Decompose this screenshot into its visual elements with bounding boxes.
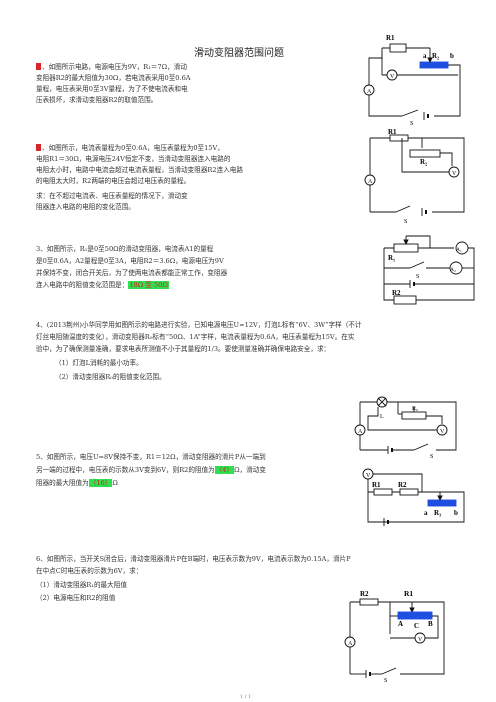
q1-number-marker [36,63,41,70]
c4-voltmeter-label: V [440,429,445,435]
c5-voltmeter-label: V [366,473,371,479]
c1-switch-label: S [410,121,413,127]
page-title: 滑动变阻器范围问题 [194,48,284,59]
circuit-diagram-1: R1 a R₂ b V A S [363,34,461,127]
q2-line-4: 的电阻太大时，R2两端的电压会超过电压表的量程。 [36,177,191,185]
c5-r1-label: R1 [372,481,381,489]
c5-r2-label: R2 [398,481,407,489]
c1-ammeter-label: A [367,89,372,95]
c4-r0-label: R₀ [412,406,418,412]
q2-line-2: 电阻R1＝30Ω，电源电压24V恒定不变，当滑动变阻器连入电路的 [36,155,231,163]
q3-line-4: 连入电路中的阻值变化范围是：18Ω 至 50Ω [36,281,169,289]
c1-voltmeter-label: V [390,74,395,80]
q3-line-2: 是0至0.6A，A2量程是0至3A，电阻R2＝3.6Ω，电源电压为9V [36,257,224,265]
c6-switch-label: S [384,678,387,684]
q3-line-3: 并保持不变，闭合开关后，为了使两电流表都能正常工作，变阻器 [36,269,228,277]
q5-answer-max: （16） [88,479,113,487]
q5-line-1: 5、如图所示，电压U=8V保持不变，R1＝12Ω，滑动变阻器的滑片P从一端到 [36,453,266,461]
c2-r2-label: R₂ [420,158,427,166]
q1-line-2: 变阻器R2的最大阻值为30Ω，若电流表采用0至0.6A [36,74,191,82]
c4-lamp-label: L [380,414,384,420]
r1-resistor [389,134,409,142]
c6-point-a-label: A [398,620,403,628]
r1-resistor [373,488,393,496]
q2-number-marker [36,144,41,151]
c6-r2-label: R2 [360,590,369,598]
circuit-diagram-6: R2 R1 A C B V A S [344,589,445,684]
c1-r1-label: R1 [386,34,395,42]
c6-point-b-label: B [428,620,433,628]
c6-r1-label: R1 [404,589,413,598]
q2-line-1: 、如图所示，电流表量程为0至0.6A，电压表量程为0至15V， [36,143,224,154]
c3-switch-label: S [416,274,419,280]
c2-voltmeter-label: V [452,171,457,177]
q4-sub-2: （2）滑动变阻器R₀的阻值变化范围。 [55,373,166,381]
c3-a1-label: A₁ [456,247,462,253]
r1-rheostat [397,611,433,620]
switch [409,261,425,269]
c1-b-label: b [450,52,454,60]
q2-line-5: 求：在不超过电流表、电压表量程的情况下，滑动变 [36,192,188,200]
q4-sub-1: （1）灯泡L消耗的最小功率。 [55,359,143,367]
c4-switch-label: S [430,454,433,460]
c5-b-label: b [454,509,458,517]
r2-resistor [359,598,379,606]
c3-a2-label: A₂ [450,267,456,273]
c3-r2-label: R2 [392,289,401,297]
circuit-diagram-2: R1 R₂ V A S [364,128,465,225]
q1-line-3: 量程，电压表采用0至3V量程，为了不使电流表和电 [36,85,188,93]
q5-answer-r2: （4） [214,466,235,474]
c5-a-label: a [424,509,428,517]
q2-line-3: 电阻太小时，电路中电流会超过电流表量程，当滑动变阻器R2连入电路 [36,166,243,174]
c5-r3-label: R₃ [434,509,441,517]
r3-rheostat [427,499,457,507]
circuit-diagram-3: R₁ A₁ A₂ S R2 [383,235,475,305]
circuit-diagram-5: V R1 R2 a R₃ b [362,468,465,526]
switch [395,205,411,213]
c4-ammeter-label: A [358,429,363,435]
c1-r2-label: R₂ [432,52,439,60]
voltmeter [386,69,398,81]
r0-rheostat [401,411,427,420]
q6-sub-2: （2）电源电压和R2的阻值 [36,594,116,602]
c6-ammeter-label: A [348,641,353,647]
q4-line-3: 验中，为了确保测量准确，要求电表所测值不小于其量程的1/3。要使测量准确并确保电… [36,345,331,353]
q5-line-3: 阻器的最大阻值为（16）Ω [36,479,118,487]
q1-line-1: 、如图所示电路，电源电压为9V，R₁＝7Ω，滑动 [36,62,187,73]
c2-r1-label: R1 [388,128,397,136]
c6-voltmeter-label: V [418,637,423,643]
ammeter [364,174,376,186]
c2-switch-label: S [404,219,407,225]
r2-resistor [399,488,419,496]
switch [413,443,429,451]
r1-rheostat [393,243,419,253]
q3-line-1: 3、如图所示，R₁是0至50Ω的滑动变阻器，电流表A1的量程 [36,245,214,253]
r2-rheostat [419,61,449,69]
ammeter [344,636,356,648]
switch [381,667,397,675]
r2-rheostat [409,149,441,158]
q4-line-1: 4、(2013荆州)小华同学用如图所示的电路进行实验，已知电源电压U=12V，灯… [36,321,362,329]
ammeter [354,424,366,436]
r1-resistor [389,43,407,53]
q6-line-1: 6、如图所示，当开关S闭合后，滑动变阻器滑片P在B端时，电压表示数为9V，电流表… [36,555,351,563]
page-number: 1 / 1 [240,694,252,700]
q4-line-2: 灯丝电阻随温度的变化），滑动变阻器R₀标有“50Ω、1A”字样，电流表量程为0.… [36,333,355,341]
q1-line-4: 压表损坏，求滑动变阻器R2的取值范围。 [36,96,158,104]
r2-resistor [393,295,417,305]
ammeter [363,84,375,96]
q5-line-2: 另一端的过程中，电压表的示数从3V变到6V，则R2的阻值为（4）Ω，滑动变 [36,466,266,474]
q2-line-6: 阻器连入电路的电阻的变化范围。 [36,203,135,211]
q3-answer: 18Ω 至 50Ω [128,281,169,289]
switch [401,109,419,117]
q6-sub-1: （1）滑动变阻器R₁的最大阻值 [36,581,127,589]
q6-line-2: 在中点C时电压表的示数为6V，求： [36,567,143,575]
c6-point-c-label: C [414,622,419,630]
circuit-diagram-4: L R₀ A V S [354,396,457,460]
c2-ammeter-label: A [368,179,373,185]
c1-a-label: a [423,52,427,60]
c3-r1-label: R₁ [388,254,395,262]
